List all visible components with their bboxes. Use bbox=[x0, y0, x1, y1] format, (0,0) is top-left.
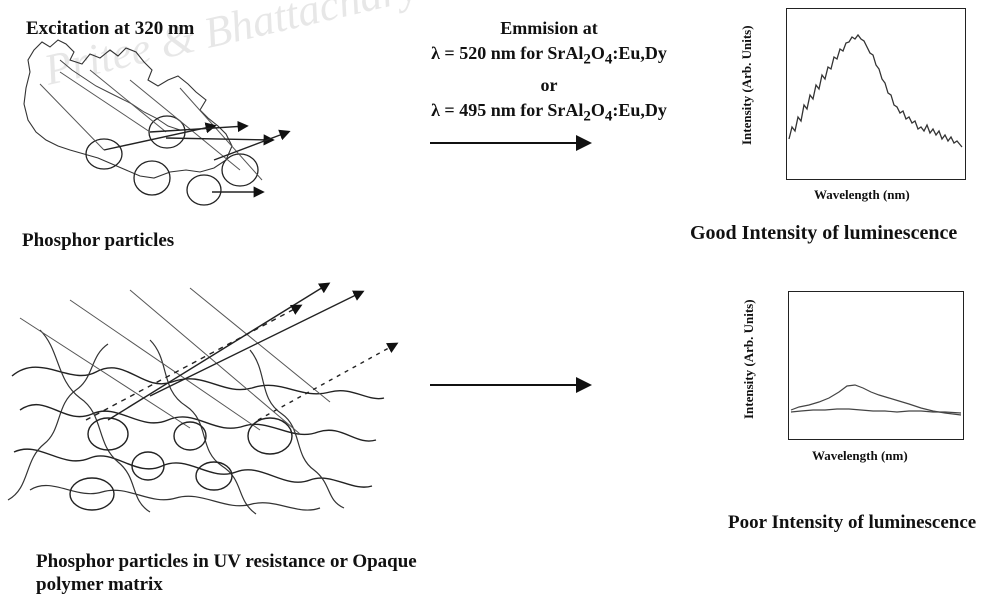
poor-intensity-caption: Poor Intensity of luminescence bbox=[728, 512, 977, 533]
top-excitation-ray-5 bbox=[179, 87, 263, 181]
bottom-particle-2 bbox=[173, 421, 207, 451]
good-intensity-spectrum bbox=[788, 33, 963, 148]
bottom-excitation-ray-1 bbox=[19, 317, 191, 429]
emission-line-2-prefix: λ = 520 nm for SrAl bbox=[431, 43, 584, 63]
subscript-4b: 4 bbox=[604, 108, 613, 125]
bottom-emission-arrow-2 bbox=[149, 290, 365, 397]
bottom-excitation-ray-4 bbox=[189, 287, 331, 403]
good-intensity-plot-frame bbox=[786, 8, 966, 180]
emission-line-1: Emmision at bbox=[500, 18, 598, 38]
emission-text-block: Emmision at λ = 520 nm for SrAl2O4:Eu,Dy… bbox=[408, 16, 690, 129]
subscript-2b: 2 bbox=[583, 108, 591, 125]
good-intensity-caption: Good Intensity of luminescence bbox=[690, 222, 958, 244]
top-particle-contour bbox=[59, 59, 181, 131]
phosphor-polymer-label: Phosphor particles in UV resistance or O… bbox=[36, 551, 417, 595]
bottom-particle-1 bbox=[87, 417, 129, 451]
bottom-particle-5 bbox=[195, 461, 233, 491]
good-plot-x-label: Wavelength (nm) bbox=[814, 187, 910, 202]
top-excitation-ray-3 bbox=[89, 69, 167, 133]
top-excitation-ray-4 bbox=[129, 79, 241, 171]
good-emission-curve bbox=[788, 33, 963, 148]
bottom-particle-3 bbox=[247, 417, 293, 455]
poor-emission-curve-upper bbox=[790, 384, 962, 416]
bottom-polymer-strand-3 bbox=[13, 448, 373, 488]
top-particle-1 bbox=[85, 138, 123, 170]
top-emission-arrow-3 bbox=[165, 134, 275, 146]
bottom-polymer-strand-8 bbox=[7, 343, 109, 501]
bottom-emission-arrow-3 bbox=[85, 304, 303, 421]
bottom-polymer-strand-5 bbox=[39, 329, 151, 513]
top-particle-outline bbox=[23, 39, 233, 179]
emission-line-4-prefix: λ = 495 nm for SrAl bbox=[431, 99, 584, 120]
bottom-emission-arrow-1 bbox=[107, 282, 331, 421]
bottom-emission-arrow-4 bbox=[257, 342, 399, 421]
top-particle-3 bbox=[221, 153, 259, 187]
dopant-suffix-b: :Eu,Dy bbox=[612, 99, 667, 120]
poor-emission-curve-lower bbox=[790, 408, 962, 414]
emission-line-4: λ = 495 nm for SrAl2O4:Eu,Dy bbox=[408, 98, 690, 130]
top-excitation-ray-1 bbox=[39, 83, 105, 151]
top-particle-4 bbox=[133, 160, 171, 196]
top-emission-arrow-1 bbox=[103, 122, 217, 151]
poor-intensity-plot-frame bbox=[788, 291, 964, 440]
bottom-polymer-strand-7 bbox=[249, 349, 345, 509]
bottom-polymer-strand-2 bbox=[19, 404, 377, 442]
bottom-excitation-ray-2 bbox=[69, 299, 261, 431]
o-char: O bbox=[590, 43, 605, 63]
bottom-particle-4 bbox=[131, 451, 165, 481]
bottom-polymer-strand-4 bbox=[29, 485, 321, 511]
top-emission-arrow-4 bbox=[213, 129, 291, 161]
emission-line-2: λ = 520 nm for SrAl2O4:Eu,Dy bbox=[408, 41, 690, 73]
bottom-excitation-ray-3 bbox=[129, 289, 301, 435]
bottom-polymer-strand-1 bbox=[11, 366, 385, 400]
o-char-b: O bbox=[590, 99, 605, 120]
subscript-4: 4 bbox=[604, 51, 613, 68]
emission-line-3: or bbox=[540, 74, 558, 95]
excitation-label: Excitation at 320 nm bbox=[26, 18, 195, 39]
top-excitation-ray-2 bbox=[59, 71, 151, 133]
dopant-suffix: :Eu,Dy bbox=[612, 43, 667, 63]
subscript-2: 2 bbox=[583, 51, 591, 68]
poor-intensity-spectrum bbox=[790, 384, 962, 416]
top-emission-arrow-2 bbox=[149, 120, 249, 133]
top-particle-5 bbox=[186, 174, 222, 206]
bottom-polymer-strand-6 bbox=[149, 339, 257, 515]
bottom-particle-6 bbox=[69, 477, 115, 511]
phosphor-particles-label: Phosphor particles bbox=[22, 230, 175, 251]
poor-plot-x-label: Wavelength (nm) bbox=[812, 448, 908, 463]
